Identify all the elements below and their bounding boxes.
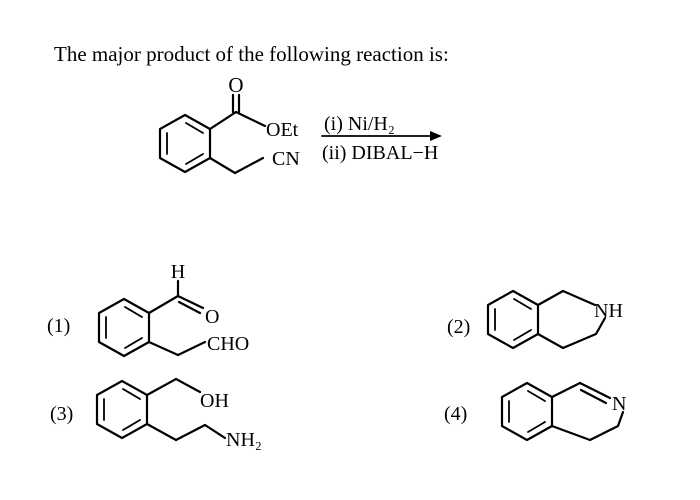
ester-group-label: OEt [266, 119, 299, 141]
option-2-label: (2) [447, 316, 470, 338]
reaction-conditions: (i) Ni/H₂ (ii) DIBAL−H [321, 113, 442, 164]
option-4-label: (4) [444, 403, 467, 425]
option-2-structure: NH [486, 289, 623, 350]
option-1-aldehyde-h: H [171, 261, 185, 283]
option-3-structure: OH NH₂ [95, 377, 262, 451]
option-1-cho-group: CHO [207, 333, 249, 355]
reagent-step-1: (i) Ni/H₂ [324, 113, 395, 135]
nitrile-group-label: CN [272, 148, 300, 170]
option-4-structure: N [500, 381, 626, 442]
option-1-aldehyde-o: O [205, 306, 219, 328]
option-1-label: (1) [47, 315, 70, 337]
question-text: The major product of the following react… [54, 42, 449, 66]
option-1-structure: H O CHO [97, 261, 249, 358]
carbonyl-oxygen-label: O [228, 73, 243, 97]
option-3-label: (3) [50, 403, 73, 425]
option-3-oh-group: OH [200, 390, 229, 412]
option-2-nh-label: NH [594, 300, 623, 322]
reagent-step-2: (ii) DIBAL−H [322, 142, 438, 164]
reactant-structure: O OEt CN [158, 73, 300, 175]
option-3-nh2-group: NH₂ [226, 429, 262, 451]
option-4-n-label: N [612, 393, 626, 415]
reaction-arrow-head [430, 131, 442, 141]
